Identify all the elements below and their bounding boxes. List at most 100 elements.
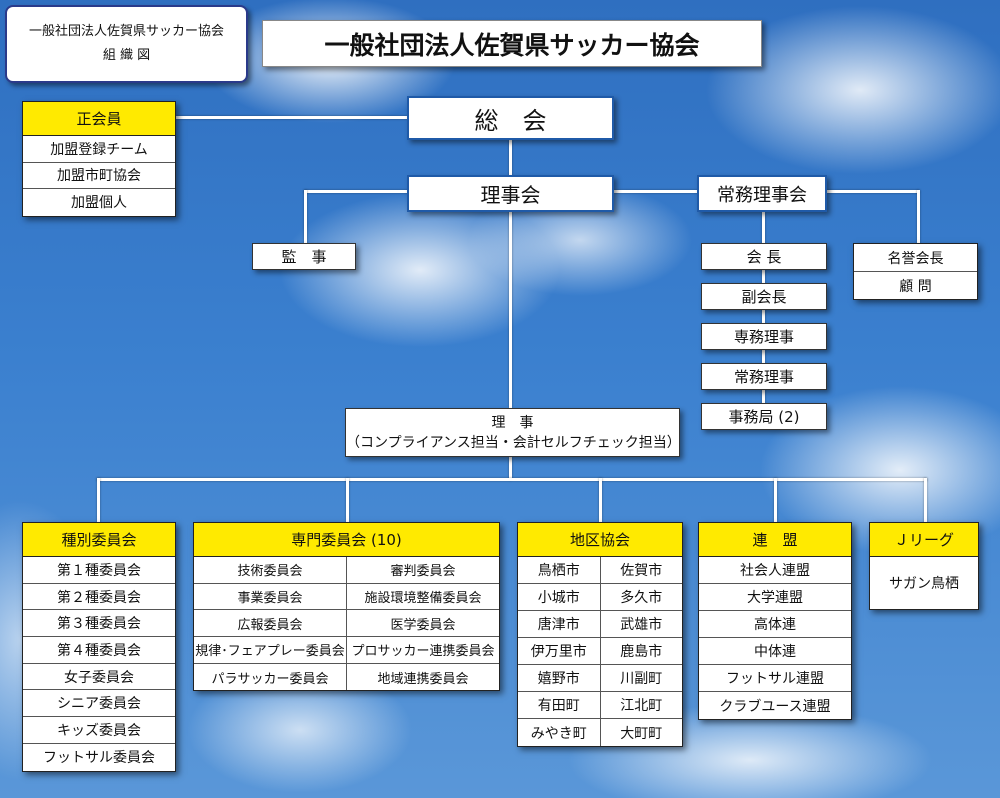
- list-item: 審判委員会: [346, 557, 499, 583]
- connector: [176, 116, 408, 119]
- list-item: フットサル委員会: [43, 750, 155, 767]
- connector: [509, 457, 512, 480]
- directors-note: （コンプライアンス担当・会計セルフチェック担当）: [346, 434, 681, 451]
- special-committees-row: 規律･フェアプレー委員会プロサッカー連携委員会: [194, 637, 499, 664]
- caption-subtitle: 組 織 図: [102, 48, 151, 63]
- special-committees-row: 技術委員会審判委員会: [194, 557, 499, 584]
- list-item: 多久市: [599, 584, 683, 610]
- connector: [762, 212, 765, 412]
- executive-role-box: 常務理事: [701, 363, 827, 390]
- list-item: サガン鳥栖: [889, 576, 959, 592]
- category-committees-row: 第４種委員会: [23, 637, 175, 664]
- district-associations-header: 地区協会: [518, 523, 682, 557]
- list-item: 伊万里市: [530, 644, 587, 660]
- list-item: 事業委員会: [237, 591, 303, 607]
- district-associations-row: 鳥栖市 佐賀市: [518, 557, 682, 584]
- list-item: 社会人連盟: [740, 563, 810, 579]
- list-item: 広報委員会: [237, 617, 303, 633]
- honorary-box: 名誉会長 顧 問: [853, 243, 978, 300]
- jleague-table: Ｊリーグサガン鳥栖: [869, 522, 979, 610]
- jleague-header: Ｊリーグ: [870, 523, 978, 557]
- advisor: 顧 問: [899, 278, 932, 295]
- honorary-row: 顧 問: [854, 272, 977, 299]
- list-item: 中体連: [754, 644, 796, 660]
- list-item: キッズ委員会: [57, 722, 141, 739]
- page-title: 一般社団法人佐賀県サッカー協会: [262, 20, 762, 67]
- list-item: 女子委員会: [64, 669, 134, 686]
- list-item: 小城市: [537, 590, 580, 606]
- executive-role-box: 副会長: [701, 283, 827, 310]
- list-item: 高体連: [754, 617, 796, 633]
- district-associations-row: 伊万里市鹿島市: [518, 638, 682, 665]
- list-item: 川副町: [599, 665, 683, 691]
- category-committees-row: シニア委員会: [23, 690, 175, 718]
- list-item: 武雄市: [599, 611, 683, 637]
- district-associations-row: 唐津市 武雄市: [518, 611, 682, 638]
- connector: [774, 478, 777, 523]
- category-committees-header: 種別委員会: [23, 523, 175, 557]
- connector: [599, 478, 602, 523]
- federations-header: 連 盟: [699, 523, 851, 557]
- list-item: 加盟個人: [71, 195, 127, 212]
- list-item: 施設環境整備委員会: [346, 583, 499, 610]
- list-item: 加盟登録チーム: [50, 141, 148, 158]
- special-committees-row: 事業委員会 施設環境整備委員会: [194, 583, 499, 611]
- regular-members-row: 加盟市町協会: [23, 163, 175, 189]
- district-associations-row: 小城市 多久市: [518, 584, 682, 611]
- special-committees-header: 専門委員会 (10): [194, 523, 499, 557]
- general-meeting-box: 総 会: [407, 96, 614, 140]
- federations-row: 大学連盟: [699, 584, 851, 611]
- list-item: クラブユース連盟: [719, 698, 831, 715]
- district-associations-row: 有田町江北町: [518, 692, 682, 719]
- executive-role-box: 会 長: [701, 243, 827, 270]
- list-item: 医学委員会: [346, 610, 499, 637]
- district-associations-row: みやき町大町町: [518, 719, 682, 746]
- honorary-row: 名誉会長: [854, 244, 977, 272]
- list-item: シニア委員会: [57, 696, 141, 713]
- connector: [827, 190, 919, 193]
- chart-caption: 一般社団法人佐賀県サッカー協会 組 織 図: [5, 5, 248, 83]
- special-committees-table: 専門委員会 (10)技術委員会審判委員会事業委員会 施設環境整備委員会広報委員会 医…: [193, 522, 500, 692]
- district-associations-row: 嬉野市 川副町: [518, 665, 682, 692]
- category-committees-row: 第３種委員会: [23, 610, 175, 638]
- list-item: 有田町: [537, 698, 580, 714]
- caption-org-name: 一般社団法人佐賀県サッカー協会: [28, 24, 224, 39]
- federations-table: 連 盟社会人連盟大学連盟高体連中体連フットサル連盟クラブユース連盟: [698, 522, 852, 720]
- list-item: 地域連携委員会: [346, 663, 499, 691]
- regular-members-row: 加盟個人: [23, 189, 175, 216]
- executive-role-box: 専務理事: [701, 323, 827, 350]
- connector: [304, 190, 307, 244]
- directors-box: 理 事 （コンプライアンス担当・会計セルフチェック担当）: [345, 408, 681, 457]
- connector: [509, 140, 512, 408]
- federations-row: 高体連: [699, 611, 851, 638]
- connector: [97, 478, 927, 481]
- federations-row: フットサル連盟: [699, 665, 851, 692]
- special-committees-row: 広報委員会 医学委員会: [194, 610, 499, 638]
- list-item: 鹿島市: [599, 638, 683, 664]
- list-item: 大町町: [599, 719, 683, 746]
- regular-members-table: 正会員加盟登録チーム加盟市町協会加盟個人: [22, 101, 176, 217]
- regular-members-header: 正会員: [23, 102, 175, 136]
- category-committees-row: 第１種委員会: [23, 557, 175, 584]
- list-item: 鳥栖市: [537, 563, 580, 579]
- executive-board-box: 常務理事会: [697, 175, 827, 212]
- connector: [917, 190, 920, 244]
- list-item: 第４種委員会: [57, 642, 141, 659]
- category-committees-table: 種別委員会第１種委員会第２種委員会第３種委員会第４種委員会女子委員会シニア委員会…: [22, 522, 176, 772]
- connector: [924, 478, 927, 523]
- federations-row: 社会人連盟: [699, 557, 851, 584]
- list-item: 嬉野市: [537, 671, 580, 687]
- federations-row: 中体連: [699, 638, 851, 665]
- honorary-chairman: 名誉会長: [887, 250, 944, 267]
- list-item: 唐津市: [537, 617, 580, 633]
- district-associations-table: 地区協会鳥栖市 佐賀市小城市 多久市唐津市 武雄市伊万里市鹿島市嬉野市 川副町有田町江北…: [517, 522, 683, 747]
- list-item: 加盟市町協会: [57, 168, 141, 185]
- category-committees-row: フットサル委員会: [23, 744, 175, 771]
- list-item: 第２種委員会: [57, 589, 141, 606]
- federations-row: クラブユース連盟: [699, 692, 851, 719]
- list-item: パラサッカー委員会: [211, 671, 329, 687]
- list-item: 佐賀市: [599, 557, 683, 583]
- list-item: 第３種委員会: [57, 616, 141, 633]
- connector: [304, 190, 408, 193]
- jleague-row: サガン鳥栖: [870, 557, 978, 609]
